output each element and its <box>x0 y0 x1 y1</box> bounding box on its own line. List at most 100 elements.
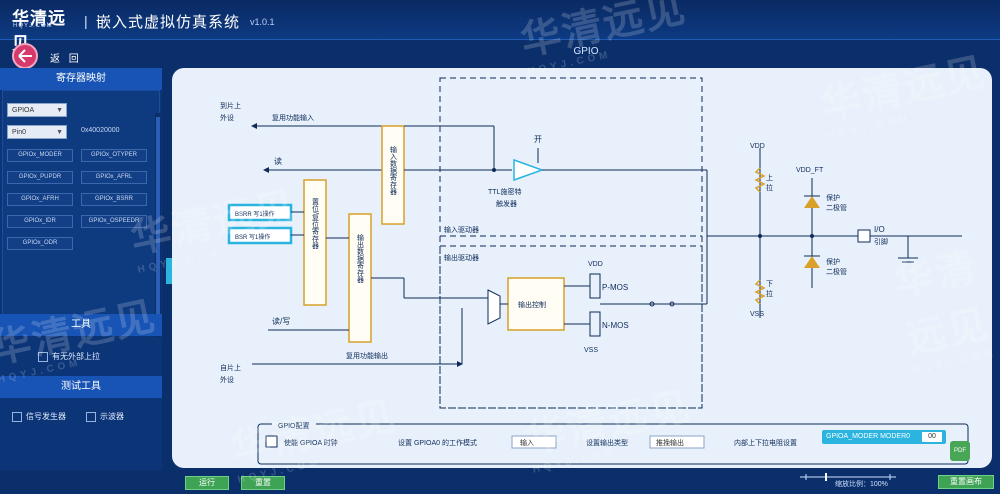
svg-text:保护: 保护 <box>826 257 840 266</box>
vss-label: VSS <box>584 347 598 354</box>
svg-text:拉: 拉 <box>766 183 773 192</box>
external-pullup-checkbox[interactable] <box>38 351 48 362</box>
svg-text:保护: 保护 <box>826 193 840 202</box>
oscilloscope-option[interactable]: 示波器 <box>86 408 124 426</box>
top-bar: 华清远见 HQYJ.COM | 嵌入式虚拟仿真系统 v1.0.1 <box>0 0 1000 53</box>
pin-select[interactable]: Pin0▼ <box>7 125 67 139</box>
scrollbar[interactable] <box>155 113 161 337</box>
io-label: I/O <box>874 225 885 234</box>
nmos-label: N-MOS <box>602 321 629 330</box>
svg-text:拉: 拉 <box>766 289 773 298</box>
chevron-down-icon: ▼ <box>56 107 63 114</box>
read-label: 读 <box>274 156 282 166</box>
zoom-slider[interactable] <box>800 472 896 482</box>
register-button[interactable]: GPIOx_OTYPER <box>81 149 147 162</box>
signal-generator-option[interactable]: 信号发生器 <box>12 408 66 426</box>
schmitt-label: 触发器 <box>496 199 517 208</box>
register-button[interactable]: GPIOx_PUPDR <box>7 171 73 184</box>
schmitt-label: TTL施密特 <box>488 187 521 196</box>
enable-clock-checkbox[interactable] <box>265 435 278 448</box>
alt-output-label: 复用功能输出 <box>346 351 388 360</box>
register-button[interactable]: GPIOx_AFRH <box>7 193 73 206</box>
read-write-label: 读/写 <box>272 316 290 326</box>
svg-text:置位/复位寄存器: 置位/复位寄存器 <box>312 198 320 250</box>
mode-select[interactable] <box>511 435 557 449</box>
register-map-heading: 寄存器映射 <box>0 68 162 90</box>
from-chip-label: 到片上 <box>220 101 241 110</box>
pulldown-resistor <box>754 279 766 305</box>
svg-text:二极管: 二极管 <box>826 203 847 212</box>
page-title: GPIO <box>573 46 599 57</box>
enable-clock-label: 使能 GPIOA 时钟 <box>284 438 338 447</box>
output-driver-label: 输出驱动器 <box>444 253 479 262</box>
io-pin-box[interactable] <box>857 229 871 243</box>
test-tools-heading: 测试工具 <box>0 376 162 398</box>
moder-value: 00 <box>922 432 942 442</box>
mode-value: 输入 <box>520 438 534 447</box>
pdf-icon[interactable]: PDF <box>950 441 970 461</box>
input-data-register <box>381 125 405 225</box>
svg-text:上: 上 <box>766 173 773 182</box>
protect-diode-bottom <box>804 256 820 268</box>
bsr-write-label: BSR 写1操作 <box>235 233 270 241</box>
signal-generator-checkbox[interactable] <box>12 411 22 422</box>
external-pullup-option[interactable]: 有无外部上拉 <box>38 348 100 366</box>
sidebar: 寄存器映射 GPIOA▼ Pin0▼ 0x40020000 GPIOx_MODE… <box>0 68 162 494</box>
svg-text:输出数据寄存器: 输出数据寄存器 <box>357 233 365 284</box>
set-reset-register <box>303 179 327 306</box>
register-button[interactable]: GPIOx_BSRR <box>81 193 147 206</box>
app-title: 嵌入式虚拟仿真系统 <box>96 14 241 31</box>
run-button[interactable]: 运行 <box>185 476 229 490</box>
register-button[interactable]: GPIOx_MODER <box>7 149 73 162</box>
svg-text:输入数据寄存器: 输入数据寄存器 <box>390 145 398 196</box>
register-button[interactable]: GPIOx_OSPEEDR <box>81 215 147 228</box>
vdd-top-label: VDD <box>750 143 765 150</box>
register-button[interactable]: GPIOx_AFRL <box>81 171 147 184</box>
schmitt-on-label: 开 <box>534 135 542 144</box>
back-button[interactable] <box>12 43 38 69</box>
io-pin-label: 引脚 <box>874 237 888 246</box>
gpio-config-heading: GPIO配置 <box>278 422 310 430</box>
alt-input-label: 复用功能输入 <box>272 113 314 122</box>
zoom-label: 缩放比例：100% <box>835 481 888 488</box>
input-driver-label: 输入驱动器 <box>444 225 479 234</box>
output-type-label: 设置输出类型 <box>586 438 628 447</box>
from-chip-bottom-label: 自片上 <box>220 363 241 372</box>
register-button[interactable]: GPIOx_ODR <box>7 237 73 250</box>
from-chip-bottom-label: 外设 <box>220 375 234 384</box>
protect-diode-top <box>804 196 820 208</box>
output-mux <box>487 289 501 325</box>
svg-text:二极管: 二极管 <box>826 267 847 276</box>
reset-button[interactable]: 重置 <box>241 476 285 490</box>
vdd-ft-label: VDD_FT <box>796 167 824 174</box>
port-select[interactable]: GPIOA▼ <box>7 103 67 117</box>
back-arrow-icon <box>18 49 32 63</box>
register-button[interactable]: GPIOx_IDR <box>7 215 73 228</box>
svg-text:下: 下 <box>766 280 773 288</box>
gpio-diagram-canvas: 到片上 外设 复用功能输入 读 BSRR 写1操作 BSR 写1操作 置位/复位… <box>172 68 992 468</box>
oscilloscope-checkbox[interactable] <box>86 411 96 422</box>
title-separator: | <box>84 13 88 29</box>
register-map-panel: GPIOA▼ Pin0▼ 0x40020000 GPIOx_MODER GPIOx… <box>2 90 161 337</box>
bsrr-write-label: BSRR 写1操作 <box>235 210 275 218</box>
schmitt-trigger <box>513 158 545 182</box>
gpio-diagram: 到片上 外设 复用功能输入 读 BSRR 写1操作 BSR 写1操作 置位/复位… <box>220 77 969 465</box>
pmos-label: P-MOS <box>602 283 628 292</box>
vss-bottom-label: VSS <box>750 311 764 318</box>
output-type-select[interactable] <box>649 435 705 449</box>
chevron-down-icon: ▼ <box>56 129 63 136</box>
input-driver-region <box>439 77 703 409</box>
pull-label: 内部上下拉电阻设置 <box>734 438 797 447</box>
output-type-value: 推挽输出 <box>656 438 684 447</box>
mode-label: 设置 GPIOA0 的工作模式 <box>398 438 477 447</box>
footer-bar <box>0 470 1000 494</box>
reset-canvas-button[interactable]: 重置画布 <box>938 475 994 489</box>
moder-tooltip: GPIOA_MODER MODER0 00 <box>822 430 946 444</box>
app-version: v1.0.1 <box>250 17 275 27</box>
output-driver-region <box>439 245 703 409</box>
register-address: 0x40020000 <box>81 127 120 134</box>
vdd-label: VDD <box>588 261 603 268</box>
back-label[interactable]: 返 回 <box>50 54 82 65</box>
tools-heading: 工具 <box>0 314 162 336</box>
output-control-label: 输出控制 <box>518 300 546 309</box>
